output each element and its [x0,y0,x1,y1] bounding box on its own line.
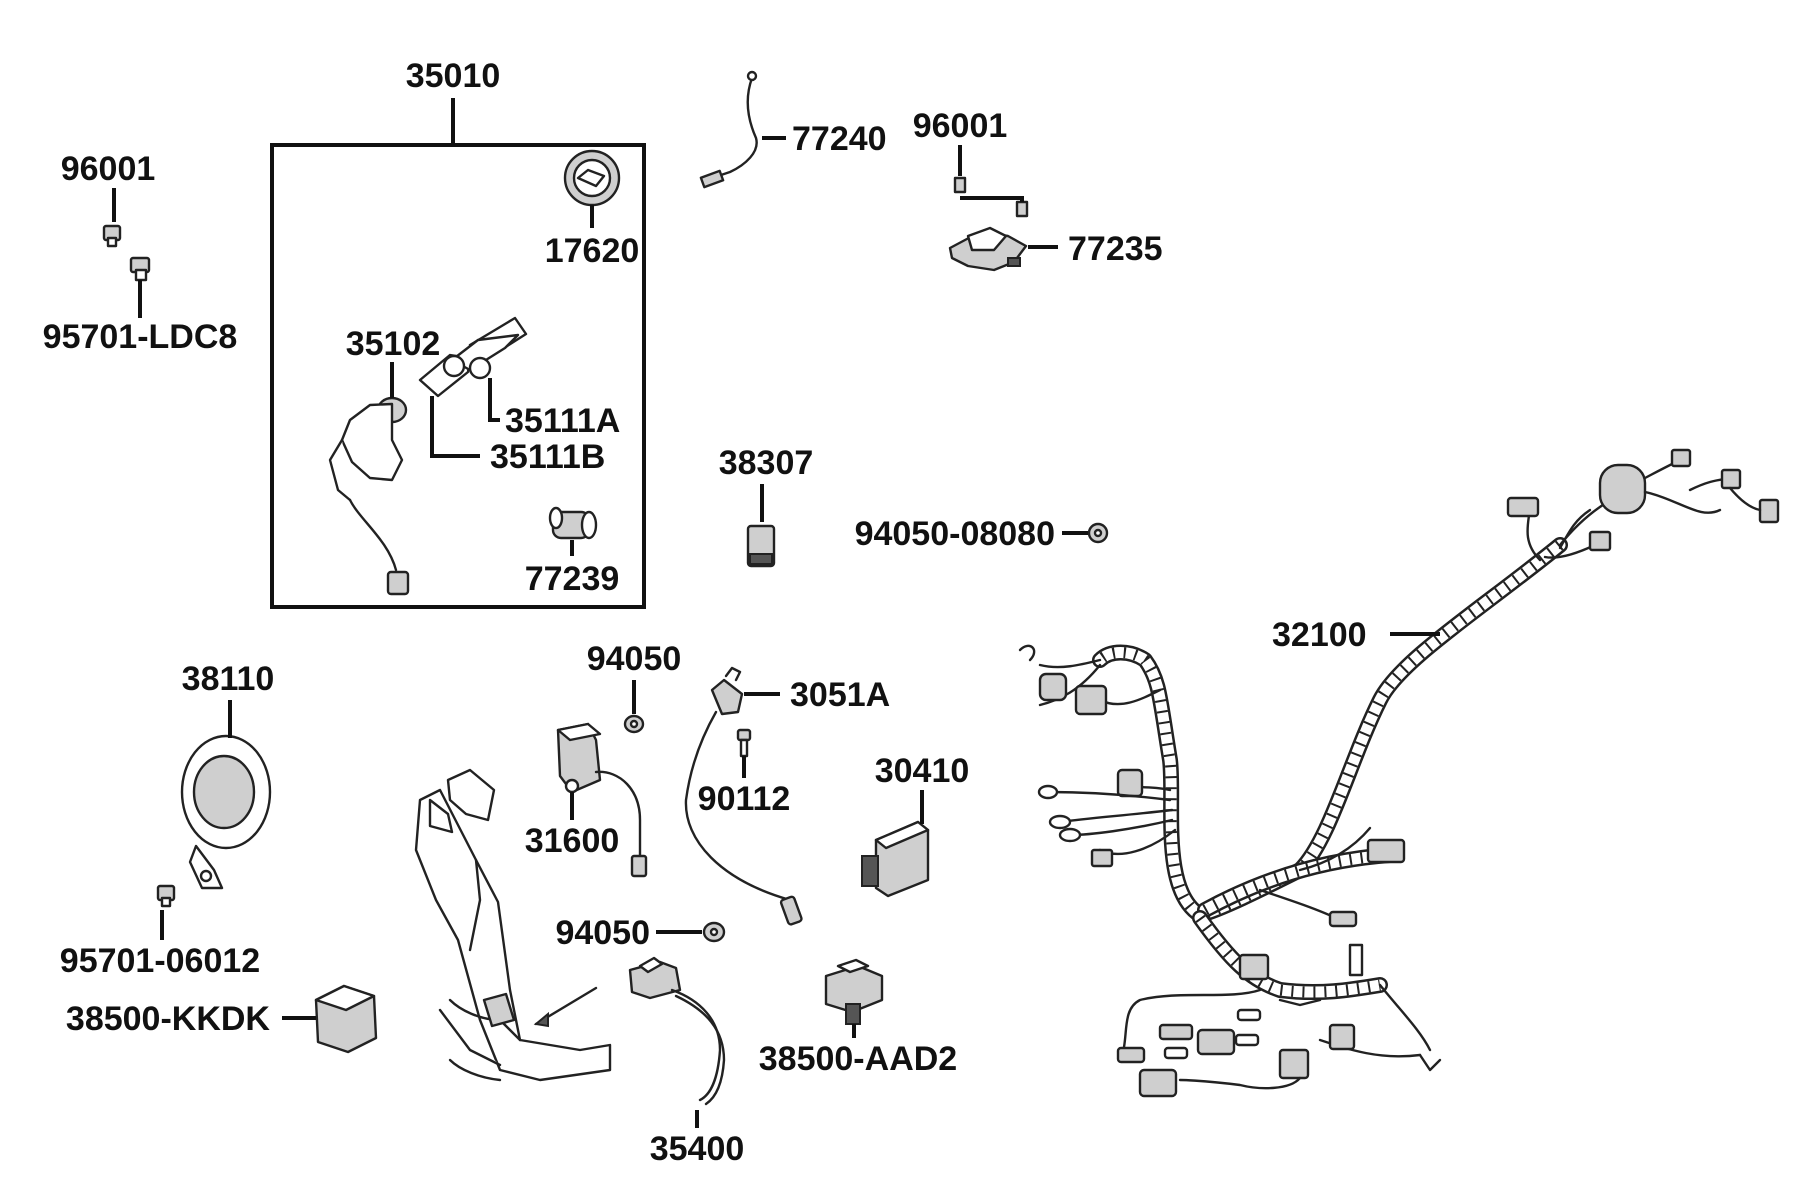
part-96001-left-bolt: 96001 [61,150,156,248]
label-96001-left: 96001 [61,150,156,188]
label-95701-ldc8: 95701-LDC8 [43,318,238,356]
part-17620-cover: 17620 [545,149,640,270]
label-95701-06012: 95701-06012 [60,942,260,980]
label-3051a: 3051A [790,676,890,714]
part-77235-seat-latch: 77235 [948,226,1163,272]
label-77240: 77240 [792,120,887,158]
part-keys-35111: 35111A 35111B [418,316,620,476]
label-38500-aad2: 38500-AAD2 [759,1040,957,1078]
frame-section [414,768,612,1082]
label-90112: 90112 [698,780,791,818]
part-95701-06012-bolt: 95701-06012 [60,884,260,980]
label-94050-bottom: 94050 [555,914,650,952]
label-94050-08080: 94050-08080 [855,515,1055,553]
label-30410: 30410 [875,752,970,790]
part-38500-aad2-relay: 38500-AAD2 [759,958,957,1078]
ignition-kit-group: 35010 [270,57,646,609]
part-77239-lock-cylinder: 77239 [525,506,620,598]
label-77235: 77235 [1068,230,1163,268]
part-90112-bolt: 90112 [698,728,791,818]
label-77239: 77239 [525,560,620,598]
label-35102: 35102 [346,325,441,363]
label-38307: 38307 [719,444,814,482]
label-35111b: 35111B [490,438,605,476]
part-35102-ignition-switch: 35102 [328,325,441,596]
label-35111a: 35111A [505,402,620,440]
label-35400: 35400 [650,1130,745,1168]
part-77240-cable: 77240 [699,70,887,189]
label-17620: 17620 [545,232,640,270]
part-94050-08080-nut: 94050-08080 [855,515,1109,553]
part-38307-relay: 38307 [719,444,814,568]
label-31600: 31600 [525,822,620,860]
label-38110: 38110 [182,660,275,698]
part-30410-cdi-unit: 30410 [861,752,970,898]
part-31600-regulator: 31600 [525,722,648,878]
label-38500-kkdk: 38500-KKDK [66,1000,271,1038]
label-94050-top: 94050 [587,640,682,678]
part-96001-right-bolt: 96001 [913,107,1029,218]
part-35400-switch: 35400 [628,956,745,1168]
part-94050-top-nut: 94050 [587,640,682,734]
part-32100-wire-harness: 32100 [1018,448,1780,1098]
part-38110-horn: 38110 [180,660,275,890]
label-96001-right: 96001 [913,107,1008,145]
part-95701-ldc8-bolt: 95701-LDC8 [43,256,238,356]
label-35010: 35010 [406,57,501,95]
part-94050-bottom-nut: 94050 [555,914,726,952]
label-32100: 32100 [1272,616,1367,654]
part-38500-kkdk-relay: 38500-KKDK [66,984,378,1054]
part-3051a-ignition-lead: 3051A [684,666,890,926]
ignition-kit-frame [270,143,646,609]
